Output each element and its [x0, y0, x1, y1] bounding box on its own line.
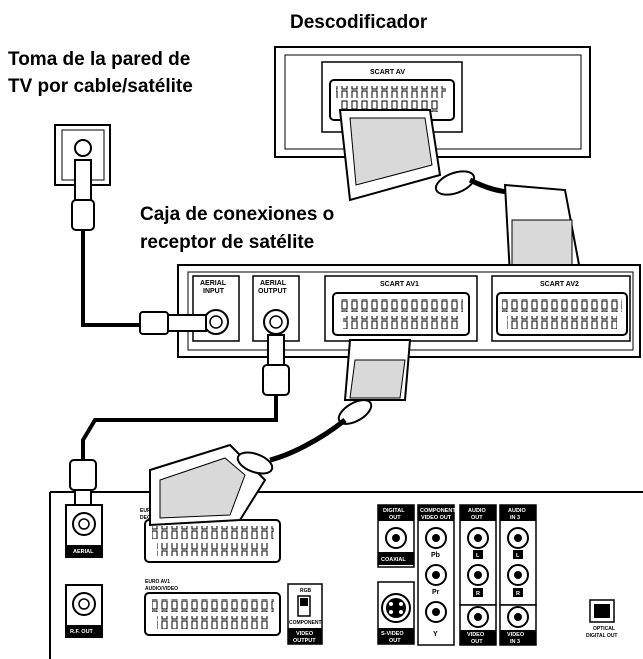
rgb-label: RGB	[300, 588, 312, 594]
svideo-label-1: S-VIDEO	[381, 631, 404, 637]
decoder-heading: Descodificador	[290, 12, 428, 33]
audio-in3-l-label: L	[516, 553, 520, 559]
audio-out: AUDIO OUT L R	[459, 504, 497, 606]
decoder-scart-plug	[338, 109, 476, 202]
scart-av2-label: SCART AV2	[540, 281, 579, 288]
digital-out-label-1: DIGITAL	[383, 508, 405, 514]
optical-digital-out-label: DIGITAL OUT	[586, 633, 617, 639]
aerial-port-label: AERIAL	[73, 549, 94, 555]
optical-digital-out: OPTICAL DIGITAL OUT	[586, 599, 617, 639]
scart-av1-label: SCART AV1	[380, 281, 419, 288]
video-in3: VIDEO IN 3	[499, 604, 537, 646]
digital-out-coaxial: DIGITAL OUT COAXIAL	[377, 504, 415, 568]
audio-in3-label-1: AUDIO	[508, 508, 526, 514]
optical-label: OPTICAL	[593, 626, 615, 632]
wall-outlet-heading-line2: TV por cable/satélite	[8, 76, 193, 97]
euro-av1-label-2: AUDIO/VIDEO	[145, 586, 178, 592]
decoder-box: SCART AV	[274, 46, 591, 158]
aerial-cable-box-to-recorder	[81, 395, 278, 460]
svideo-label-2: OUT	[389, 638, 401, 644]
digital-out-label-2: OUT	[389, 515, 401, 521]
euro-av2-partial-label2: DEC	[140, 515, 151, 521]
video-in3-label-2: IN 3	[510, 639, 520, 645]
aerial-cable-wall-to-box	[81, 230, 140, 327]
video-in3-label-1: VIDEO	[507, 632, 525, 638]
y-label: Y	[433, 631, 438, 638]
rf-out-label: R.F. OUT	[70, 629, 94, 635]
scart-cable-box-to-recorder	[269, 418, 347, 463]
audio-in3-r-label: R	[516, 591, 520, 597]
audio-out-label-2: OUT	[471, 515, 483, 521]
recorder-euro-av1: EURO AV1 AUDIO/VIDEO	[144, 579, 281, 636]
wall-outlet-heading-line1: Toma de la pared de	[8, 49, 190, 70]
aerial-input-plug	[139, 311, 207, 335]
decoder-scart-label: SCART AV	[370, 69, 405, 76]
aerial-output-plug	[262, 334, 290, 396]
recorder-scart-plug	[149, 443, 274, 527]
audio-out-l-label: L	[476, 553, 480, 559]
audio-in3-label-2: IN 3	[510, 515, 520, 521]
audio-in3: AUDIO IN 3 L R	[499, 504, 537, 606]
recorder-rf-out-port: R.F. OUT	[65, 584, 103, 638]
aerial-input-label-2: INPUT	[203, 288, 225, 295]
video-output-label-2: OUTPUT	[293, 638, 316, 644]
pb-label: Pb	[431, 552, 440, 559]
pr-label: Pr	[432, 589, 440, 596]
video-out-label-1: VIDEO	[467, 632, 485, 638]
video-out-label-2: OUT	[471, 639, 483, 645]
cable-box-heading-line2: receptor de satélite	[140, 232, 314, 253]
svideo-out: S-VIDEO OUT	[377, 581, 415, 645]
component-switch-label: COMPONENT	[289, 620, 322, 626]
recorder-euro-av2: EURO DEC	[140, 508, 281, 563]
wall-outlet	[54, 124, 111, 231]
component-video-label-1: COMPONENT	[420, 508, 456, 514]
euro-av1-label-1: EURO AV1	[145, 579, 170, 585]
av1-scart-plug	[337, 339, 412, 425]
aerial-output-label-1: AERIAL	[260, 280, 287, 287]
aerial-output-label-2: OUTPUT	[258, 288, 288, 295]
component-video-label-2: VIDEO OUT	[421, 515, 452, 521]
coaxial-label: COAXIAL	[381, 557, 406, 563]
video-output-switch: RGB COMPONENT VIDEO OUTPUT	[287, 583, 323, 645]
recorder-aerial-port: AERIAL	[65, 504, 103, 558]
audio-out-label-1: AUDIO	[468, 508, 486, 514]
euro-av2-partial-label: EURO	[140, 508, 155, 514]
video-output-label-1: VIDEO	[296, 631, 314, 637]
video-out: VIDEO OUT	[459, 604, 497, 646]
audio-out-r-label: R	[476, 591, 480, 597]
aerial-input-label-1: AERIAL	[200, 280, 227, 287]
av2-scart-plug	[503, 183, 582, 277]
component-video-out: COMPONENT VIDEO OUT Pb Pr Y	[417, 504, 456, 646]
cable-box-heading-line1: Caja de conexiones o	[140, 204, 334, 225]
